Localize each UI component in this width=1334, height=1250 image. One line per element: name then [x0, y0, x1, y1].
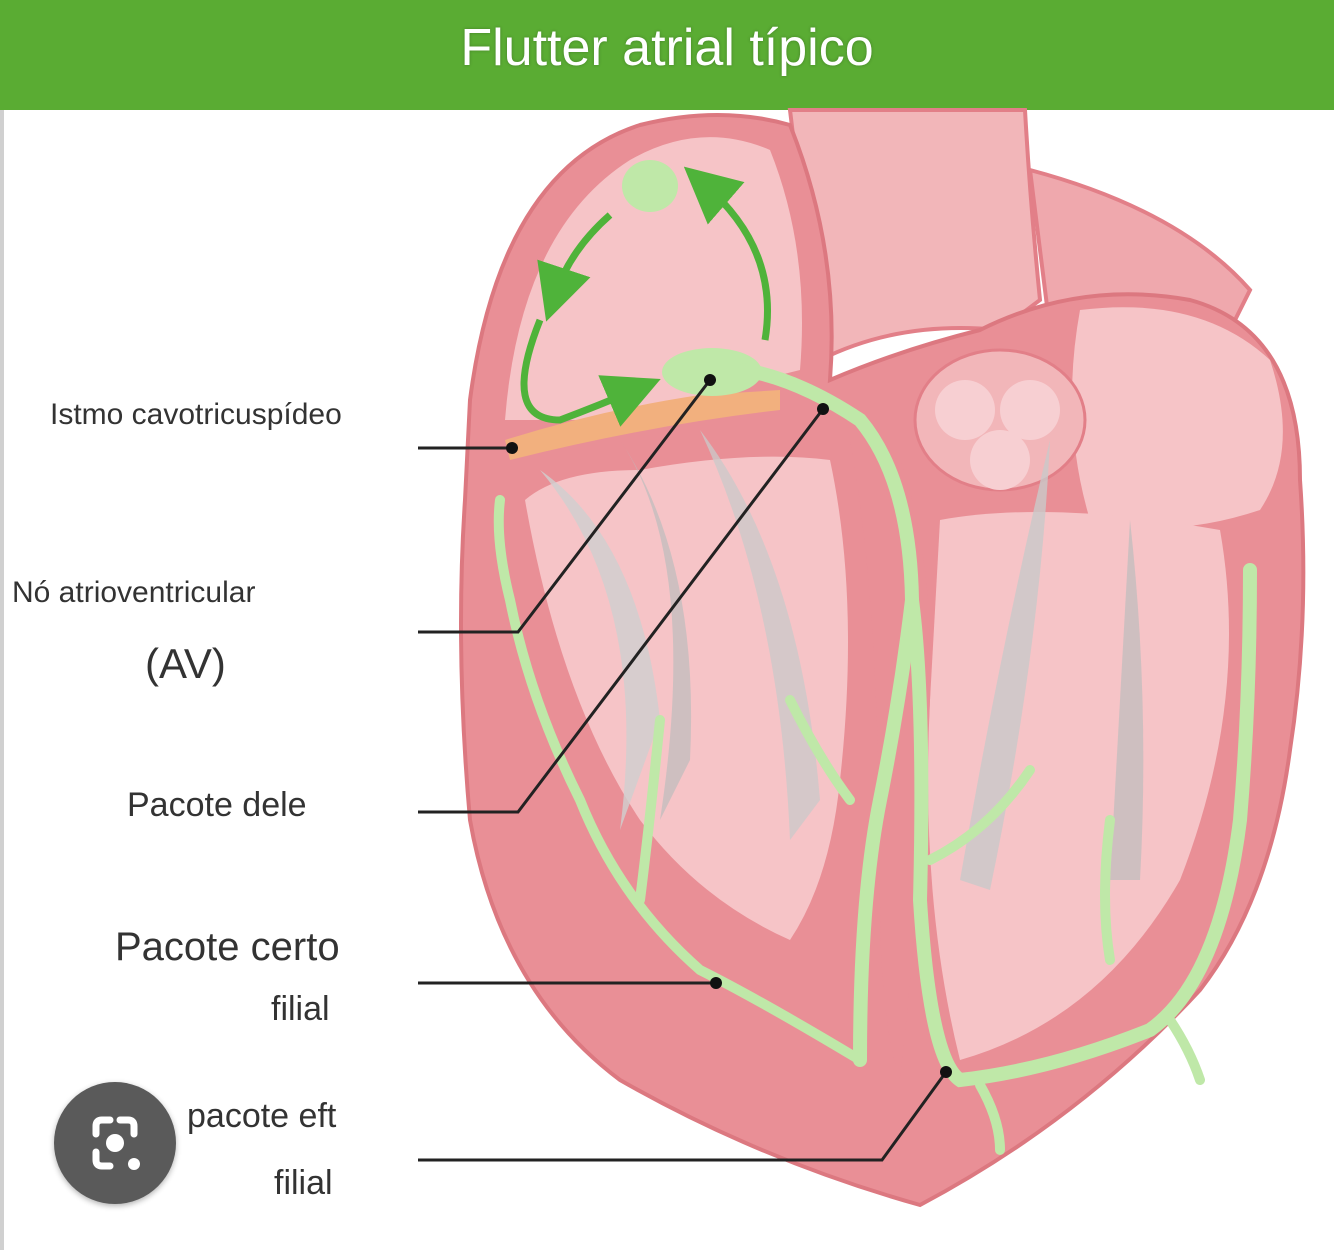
image-search-icon	[92, 1116, 140, 1170]
image-search-button[interactable]	[54, 1082, 176, 1204]
label-pacote-eft: pacote eft	[187, 1097, 337, 1135]
left-atrium	[1072, 307, 1283, 528]
mitral-chordae	[960, 440, 1050, 890]
reentry-arrow-top	[683, 166, 771, 341]
reentry-arrow-left	[537, 212, 613, 322]
label-filial-1: filial	[271, 990, 330, 1028]
conduction-system	[738, 363, 1257, 1088]
leader-lines	[418, 379, 948, 1162]
leader-pacote-dele	[418, 408, 825, 814]
diagram-title: Flutter atrial típico	[460, 19, 874, 77]
label-av: (AV)	[145, 640, 226, 687]
left-ventricle	[928, 512, 1229, 1060]
leader-no-av	[418, 379, 712, 634]
leader-dots	[506, 374, 952, 1078]
left-border	[0, 110, 4, 1250]
sa-node	[622, 160, 678, 212]
leader-pacote-eft	[418, 1071, 948, 1162]
label-istmo: Istmo cavotricuspídeo	[50, 398, 342, 431]
tricuspid-chordae	[540, 470, 660, 830]
reentry-arrow-bottom	[520, 318, 661, 427]
label-no-av: Nó atrioventricular	[12, 576, 256, 609]
label-filial-2: filial	[274, 1164, 333, 1202]
label-pacote-dele: Pacote dele	[127, 786, 307, 824]
title-bar: Flutter atrial típico	[0, 0, 1334, 110]
label-pacote-certo: Pacote certo	[115, 925, 340, 969]
av-node	[662, 348, 762, 396]
